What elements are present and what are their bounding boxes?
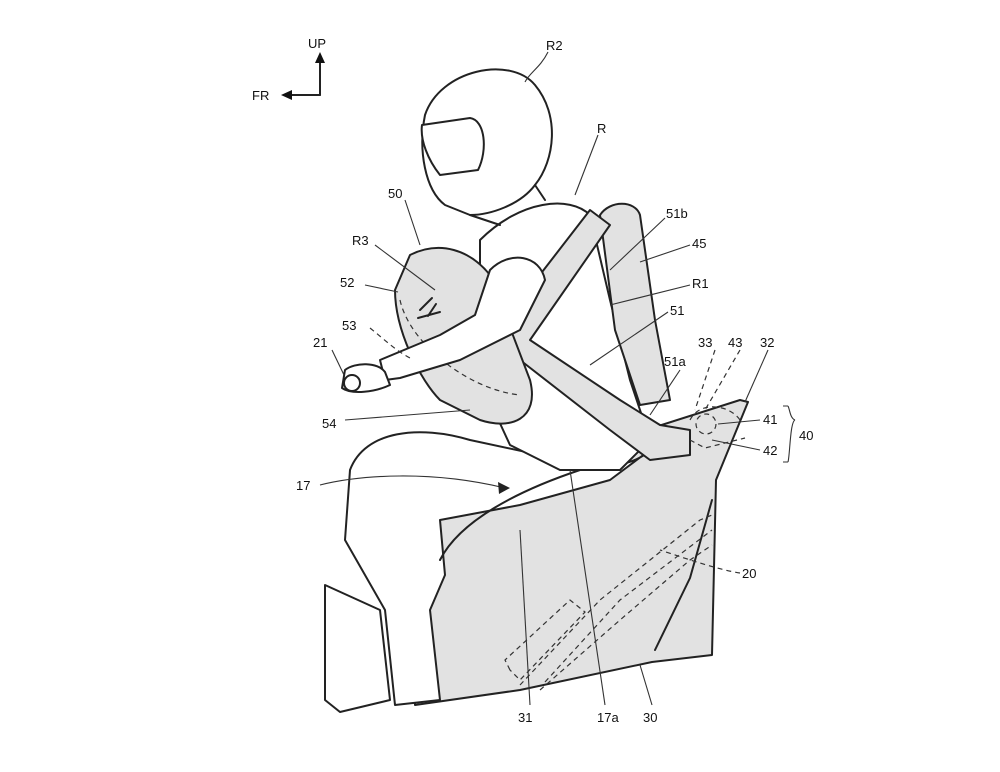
rear-airbag (599, 202, 671, 406)
label-r2: R2 (546, 38, 563, 53)
direction-indicator (281, 52, 325, 100)
label-17a: 17a (597, 710, 619, 725)
label-r1: R1 (692, 276, 709, 291)
label-40: 40 (799, 428, 813, 443)
label-53: 53 (342, 318, 356, 333)
label-43: 43 (728, 335, 742, 350)
rider-arm (341, 256, 546, 393)
label-41: 41 (763, 412, 777, 427)
label-52: 52 (340, 275, 354, 290)
label-54: 54 (322, 416, 336, 431)
label-33: 33 (698, 335, 712, 350)
leader-lines (319, 51, 796, 706)
label-17: 17 (296, 478, 310, 493)
vehicle-body (324, 399, 749, 713)
label-50: 50 (388, 186, 402, 201)
internal-components (504, 514, 713, 691)
label-51a: 51a (664, 354, 686, 369)
label-r3: R3 (352, 233, 369, 248)
label-42: 42 (763, 443, 777, 458)
label-31: 31 (518, 710, 532, 725)
inflator-region (689, 406, 746, 449)
label-21: 21 (313, 335, 327, 350)
rider-helmet (420, 68, 553, 226)
label-45: 45 (692, 236, 706, 251)
label-30: 30 (643, 710, 657, 725)
label-fr: FR (252, 88, 269, 103)
label-51: 51 (670, 303, 684, 318)
label-up: UP (308, 36, 326, 51)
label-20: 20 (742, 566, 756, 581)
label-32: 32 (760, 335, 774, 350)
label-51b: 51b (666, 206, 688, 221)
label-r: R (597, 121, 606, 136)
seat-belt (504, 209, 691, 461)
labels: UP FR R2 R 50 51b 45 R3 R1 52 51 53 33 4… (252, 36, 813, 725)
